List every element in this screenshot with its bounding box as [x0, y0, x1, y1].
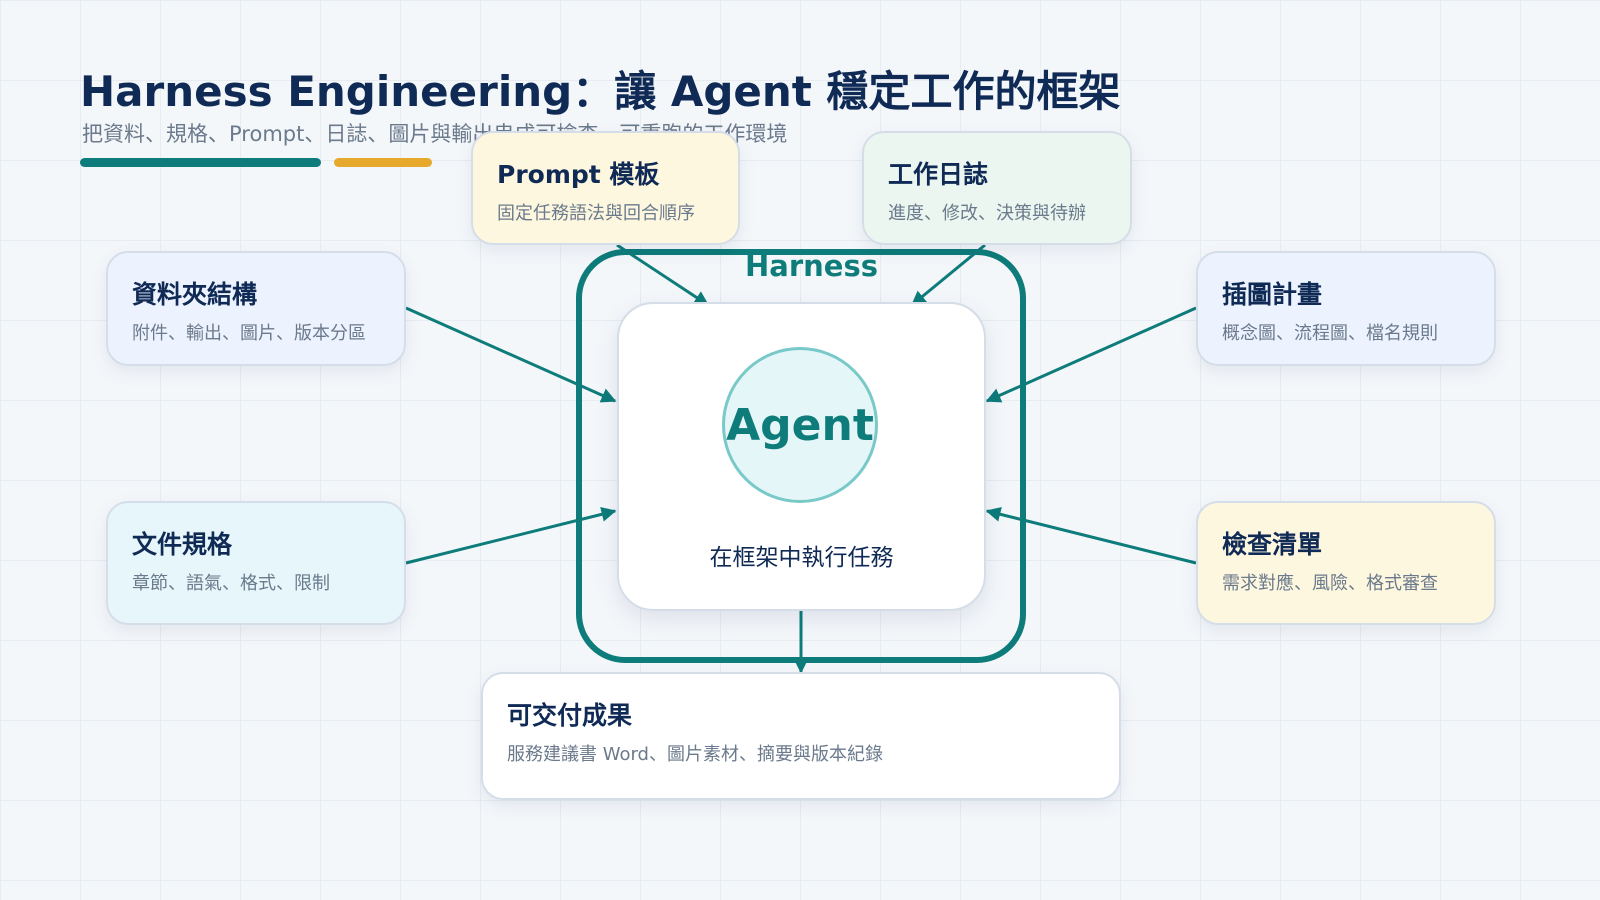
checklist-desc: 需求對應、風險、格式審查	[1222, 573, 1438, 594]
document-spec-card: 文件規格 章節、語氣、格式、限制	[106, 501, 406, 625]
prompt-template-card: Prompt 模板 固定任務語法與回合順序	[471, 131, 740, 245]
harness-label: Harness	[745, 249, 878, 283]
arrow-checklist-to-agent	[985, 506, 1197, 565]
illustration-plan-desc: 概念圖、流程圖、檔名規則	[1222, 323, 1438, 344]
arrow-log-to-agent	[910, 243, 986, 307]
work-log-desc: 進度、修改、決策與待辦	[888, 203, 1086, 224]
work-log-card: 工作日誌 進度、修改、決策與待辦	[862, 131, 1132, 245]
page-title: Harness Engineering：讓 Agent 穩定工作的框架	[80, 67, 1121, 116]
illustration-plan-title: 插圖計畫	[1222, 280, 1323, 309]
accent-bar-primary	[80, 158, 321, 167]
folder-structure-title: 資料夾結構	[132, 280, 258, 309]
prompt-template-title: Prompt 模板	[497, 160, 660, 189]
arrow-illustration-to-agent	[985, 306, 1197, 403]
arrow-folder-to-agent	[405, 306, 617, 403]
checklist-card: 檢查清單 需求對應、風險、格式審查	[1196, 501, 1496, 625]
folder-structure-desc: 附件、輸出、圖片、版本分區	[132, 323, 366, 344]
arrow-spec-to-agent	[405, 506, 617, 565]
agent-circle: Agent	[722, 347, 878, 503]
work-log-title: 工作日誌	[888, 160, 989, 189]
document-spec-desc: 章節、語氣、格式、限制	[132, 573, 330, 594]
arrow-prompt-to-agent	[616, 243, 710, 307]
deliverables-card: 可交付成果 服務建議書 Word、圖片素材、摘要與版本紀錄	[481, 672, 1121, 800]
deliverables-title: 可交付成果	[507, 701, 633, 730]
document-spec-title: 文件規格	[132, 530, 233, 559]
folder-structure-card: 資料夾結構 附件、輸出、圖片、版本分區	[106, 251, 406, 366]
accent-bar-secondary	[334, 158, 432, 167]
checklist-title: 檢查清單	[1222, 530, 1323, 559]
agent-card: Agent 在框架中執行任務	[617, 302, 986, 611]
illustration-plan-card: 插圖計畫 概念圖、流程圖、檔名規則	[1196, 251, 1496, 366]
agent-name: Agent	[726, 399, 874, 451]
agent-caption: 在框架中執行任務	[709, 545, 894, 571]
prompt-template-desc: 固定任務語法與回合順序	[497, 203, 695, 224]
deliverables-desc: 服務建議書 Word、圖片素材、摘要與版本紀錄	[507, 744, 883, 765]
